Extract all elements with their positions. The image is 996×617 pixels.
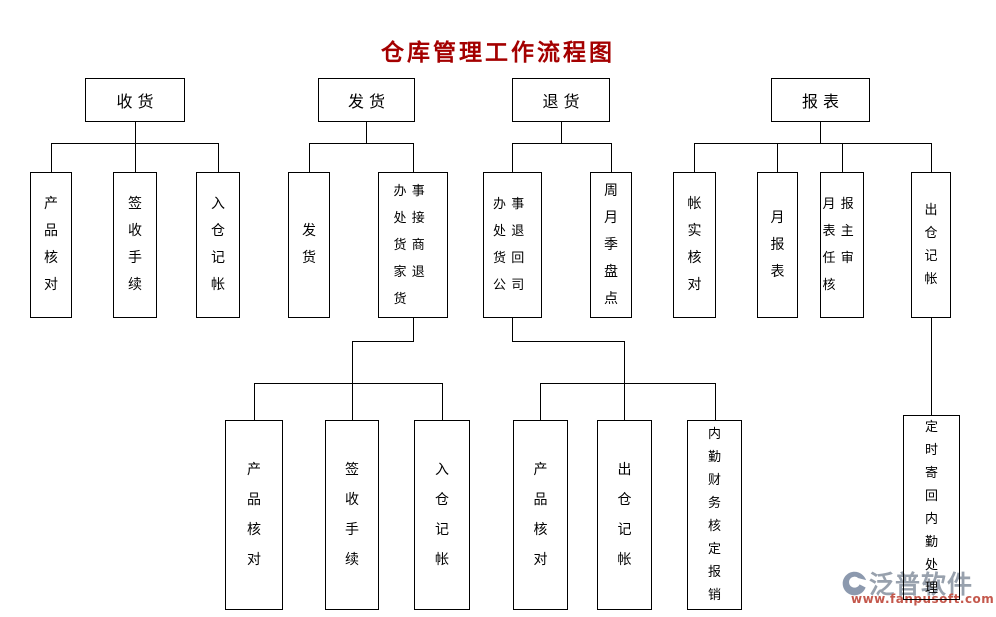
node-warehouse-out-entry: 出仓 记帐 <box>911 172 951 318</box>
node-ship-goods: 发 货 <box>288 172 330 318</box>
node-label: 入仓 记帐 <box>435 462 454 568</box>
connector-line <box>611 143 612 172</box>
node-sign-procedure: 签收手续 <box>113 172 157 318</box>
node-label: 定时寄回内勤处理 <box>924 419 938 596</box>
node-warehouse-in-entry: 入仓 记帐 <box>196 172 240 318</box>
connector-line <box>413 143 414 172</box>
connector-line <box>366 122 367 143</box>
node-label: 出仓 记帐 <box>924 203 946 287</box>
node-label: 月报表主任审核 <box>822 197 859 293</box>
connector-line <box>694 143 695 172</box>
node-label: 报表 <box>801 92 844 111</box>
connector-line <box>442 383 443 420</box>
connector-line <box>309 143 310 172</box>
node-label: 发货 <box>347 92 390 111</box>
node-label: 发 货 <box>302 223 325 266</box>
fanpu-logo-icon <box>842 571 867 596</box>
connector-line <box>218 143 219 172</box>
connector-line <box>694 143 932 144</box>
connector-line <box>352 341 414 342</box>
connector-line <box>352 383 353 420</box>
node-warehouse-out-entry-2: 出仓 记帐 <box>597 420 652 610</box>
connector-line <box>135 143 136 172</box>
connector-line <box>512 143 612 144</box>
node-mail-back-to-back-office: 定时寄回内勤处理 <box>903 415 960 600</box>
node-label: 出仓 记帐 <box>617 462 636 568</box>
connector-line <box>540 383 541 420</box>
connector-line <box>561 122 562 143</box>
node-sign-procedure-2: 签收手续 <box>325 420 379 610</box>
node-label: 帐实核对 <box>687 196 702 293</box>
node-monthly-report: 月报表 <box>757 172 798 318</box>
connector-line <box>352 341 353 383</box>
connector-line <box>624 383 625 420</box>
connector-line <box>842 143 843 172</box>
node-shipping: 发货 <box>318 78 415 122</box>
node-label: 退货 <box>542 92 585 111</box>
node-label: 办事处退货回公司 <box>493 197 530 293</box>
node-office-receive-merchant-returns: 办事处接货商家退货 <box>378 172 448 318</box>
node-label: 办事处接货商家退货 <box>393 183 430 307</box>
node-label: 入仓 记帐 <box>211 196 230 293</box>
connector-line <box>135 122 136 143</box>
connector-line <box>309 143 414 144</box>
node-label: 产品核对 <box>44 196 58 293</box>
connector-line <box>413 318 414 341</box>
node-label: 产品核对 <box>533 462 548 568</box>
connector-line <box>51 143 52 172</box>
connector-line <box>931 143 932 172</box>
node-product-check-2: 产品核对 <box>225 420 283 610</box>
connector-line <box>254 383 443 384</box>
node-product-check: 产品核对 <box>30 172 72 318</box>
connector-line <box>512 143 513 172</box>
connector-line <box>931 318 932 415</box>
node-label: 签收手续 <box>128 196 142 293</box>
node-label: 收货 <box>116 92 159 111</box>
node-warehouse-in-entry-2: 入仓 记帐 <box>414 420 470 610</box>
connector-line <box>820 122 821 143</box>
node-receiving: 收货 <box>85 78 185 122</box>
node-product-check-3: 产品核对 <box>513 420 568 610</box>
connector-line <box>715 383 716 420</box>
node-label: 月报表 <box>770 209 785 280</box>
node-account-physical-check: 帐实核对 <box>673 172 716 318</box>
node-label: 周月季盘点 <box>604 182 618 307</box>
node-label: 签收手续 <box>345 462 359 568</box>
page-title: 仓库管理工作流程图 <box>381 40 615 66</box>
node-label: 产品核对 <box>247 462 261 568</box>
node-office-return-to-company: 办事处退货回公司 <box>483 172 542 318</box>
watermark-brand-text: 泛普软件 <box>869 570 974 599</box>
node-periodic-stocktake: 周月季盘点 <box>590 172 632 318</box>
connector-line <box>254 383 255 420</box>
node-reports: 报表 <box>771 78 870 122</box>
node-report-director-review: 月报表主任审核 <box>820 172 864 318</box>
connector-line <box>512 318 513 341</box>
connector-line <box>777 143 778 172</box>
node-label: 内勤财务核定报销 <box>707 427 721 603</box>
node-back-office-finance-approve-reimburse: 内勤财务核定报销 <box>687 420 742 610</box>
connector-line <box>540 383 716 384</box>
connector-line <box>624 341 625 383</box>
node-returns: 退货 <box>512 78 610 122</box>
connector-line <box>512 341 625 342</box>
